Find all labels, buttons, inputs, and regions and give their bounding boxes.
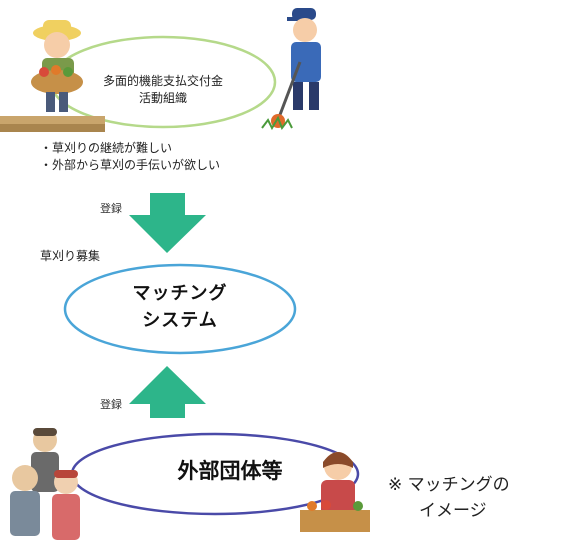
image-note-line1: ※ マッチングの: [388, 475, 510, 495]
matching-system-ellipse: [63, 263, 297, 355]
image-note: ※ マッチングの イメージ: [388, 472, 510, 524]
image-note-line2: イメージ: [419, 501, 487, 521]
farmer-trimmer-icon: [261, 8, 321, 131]
issues-list: ・草刈りの継続が難しい ・外部から草刈の手伝いが欲しい: [40, 140, 220, 174]
recruit-label: 草刈り募集: [40, 249, 101, 263]
register-arrow-down: [129, 193, 206, 253]
register-label-top: 登録: [100, 202, 122, 215]
top-org-name-line2: 活動組織: [138, 91, 187, 105]
matching-system-line2: システム: [142, 310, 218, 331]
matching-system-label: マッチング システム: [60, 280, 300, 334]
external-groups-label: 外部団体等: [177, 459, 283, 483]
register-label-bottom: 登録: [100, 398, 122, 411]
top-org-name: 多面的機能支払交付金 活動組織: [80, 73, 246, 107]
issue-item: ・外部から草刈の手伝いが欲しい: [40, 158, 221, 172]
matching-system-line1: マッチング: [132, 283, 228, 304]
top-org-name-line1: 多面的機能支払交付金: [102, 74, 223, 88]
issue-item: ・草刈りの継続が難しい: [40, 141, 173, 155]
vendor-icon: [300, 452, 370, 532]
people-group-icon: [10, 428, 80, 540]
farmer-basket-icon: [0, 20, 105, 132]
register-arrow-up: [129, 366, 206, 418]
